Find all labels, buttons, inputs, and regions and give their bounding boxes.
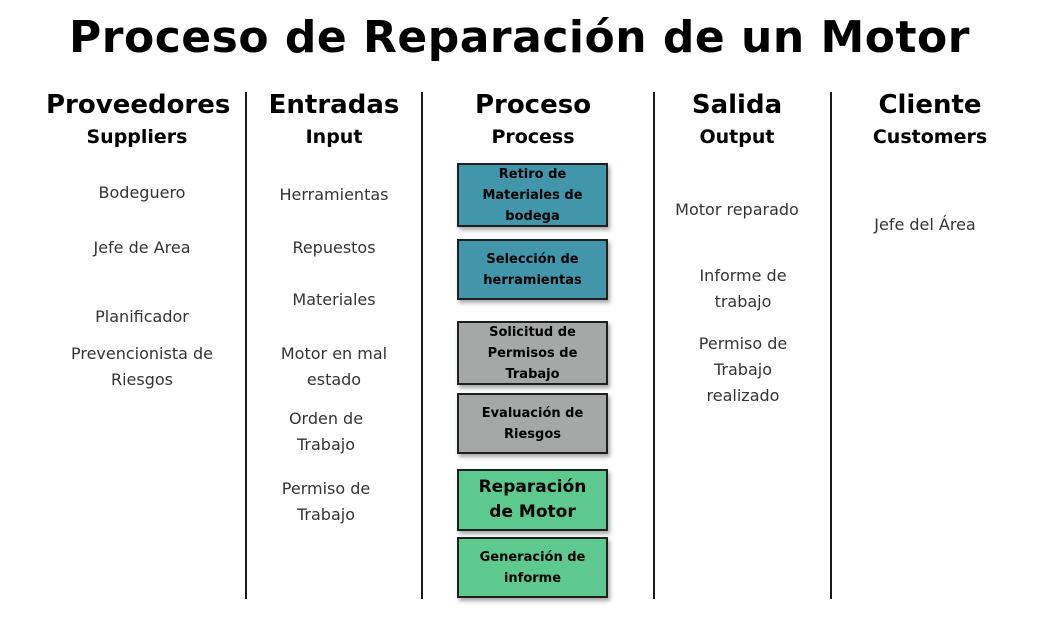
supplier-item: Bodeguero: [98, 183, 186, 202]
column-subheading: Output: [699, 126, 775, 148]
column-heading: Entradas: [268, 90, 400, 120]
column-divider: [830, 92, 832, 599]
supplier-item: Planificador: [95, 307, 189, 326]
column-heading: Proveedores: [46, 90, 231, 120]
column-customers: Cliente Customers: [844, 88, 1016, 152]
customer-item: Jefe del Área: [874, 215, 976, 234]
input-item: Repuestos: [292, 238, 376, 257]
column-heading: Proceso: [474, 90, 592, 120]
input-item: Motor en mal estado: [280, 344, 388, 389]
column-subheading: Customers: [872, 126, 988, 148]
column-subheading: Input: [305, 126, 363, 148]
process-step-box: Retiro de Materiales de bodega: [457, 163, 608, 227]
column-divider: [653, 92, 655, 599]
input-item: Materiales: [292, 290, 376, 309]
column-divider: [245, 92, 247, 599]
column-outputs: Salida Output: [660, 88, 814, 152]
process-step-box: Reparación de Motor: [457, 469, 608, 531]
column-heading: Cliente: [878, 90, 982, 120]
input-item: Permiso de Trabajo: [281, 479, 371, 524]
input-item: Orden de Trabajo: [288, 409, 364, 454]
input-item: Herramientas: [279, 185, 389, 204]
supplier-item: Prevencionista de Riesgos: [70, 344, 213, 389]
process-step-box: Selección de herramientas: [457, 239, 608, 300]
output-item: Motor reparado: [675, 200, 799, 219]
column-process: Proceso Process: [440, 88, 626, 152]
column-subheading: Process: [491, 126, 575, 148]
process-step-box: Evaluación de Riesgos: [457, 393, 608, 454]
output-item: Permiso de Trabajo realizado: [698, 334, 788, 405]
column-suppliers: Proveedores Suppliers: [46, 88, 231, 152]
column-divider: [421, 92, 423, 599]
diagram-title: Proceso de Reparación de un Motor: [69, 12, 970, 63]
column-subheading: Suppliers: [86, 126, 188, 148]
output-item: Informe de trabajo: [699, 266, 787, 311]
column-heading: Salida: [691, 90, 783, 120]
process-step-box: Generación de informe: [457, 537, 608, 598]
column-inputs: Entradas Input: [262, 88, 406, 152]
supplier-item: Jefe de Area: [93, 238, 191, 257]
process-step-box: Solicitud de Permisos de Trabajo: [457, 321, 608, 385]
